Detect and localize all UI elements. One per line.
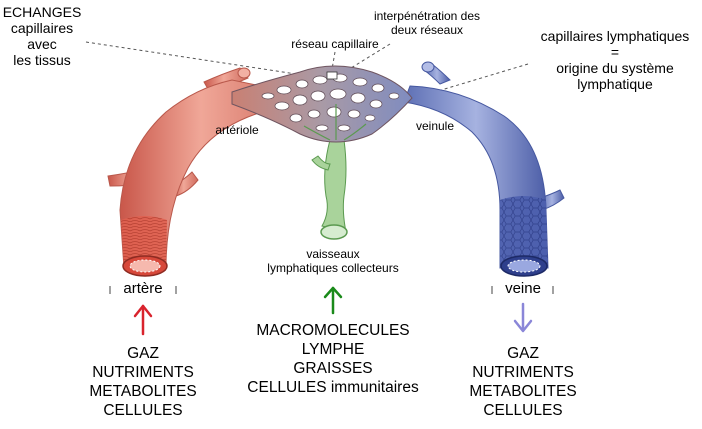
- label-veine: veine: [505, 280, 541, 297]
- capillary-mesh-holes: [261, 73, 400, 132]
- column-left-item: CELLULES: [103, 401, 183, 419]
- column-center-item: LYMPHE: [301, 340, 365, 358]
- vaisseaux-line: vaisseaux: [306, 247, 360, 261]
- column-left-item: NUTRIMENTS: [92, 363, 194, 381]
- column-center-item: GRAISSES: [293, 359, 373, 377]
- mesh-hole: [326, 106, 342, 118]
- column-left-item: METABOLITES: [89, 382, 197, 400]
- artery-wall-cells: [121, 216, 167, 268]
- capillary-bed: [231, 65, 413, 143]
- lymphatic-lumen: [320, 224, 348, 240]
- vein: [403, 61, 565, 277]
- mesh-hole: [292, 94, 308, 106]
- label-ticks: [109, 286, 554, 294]
- mesh-hole: [310, 90, 326, 102]
- column-right-item: METABOLITES: [469, 382, 577, 400]
- echanges-line: avec: [27, 36, 57, 53]
- column-center-item: CELLULES immunitaires: [247, 378, 419, 396]
- interpenetration-line: interpénétration des: [373, 9, 481, 23]
- column-right-item: NUTRIMENTS: [472, 363, 574, 381]
- mesh-hole: [352, 77, 368, 87]
- lymph-capillary-strands: [303, 104, 367, 141]
- leader-line-echanges: [85, 41, 297, 75]
- label-veinule: veinule: [415, 119, 455, 133]
- mesh-hole: [388, 92, 400, 100]
- arrow-head: [513, 319, 533, 333]
- mesh-hole: [261, 92, 275, 100]
- label-capillaires-lymphatiques: capillaires lymphatiques = origine du sy…: [530, 28, 700, 92]
- label-arteriole: artériole: [215, 123, 259, 137]
- echanges-line: ECHANGES: [2, 4, 82, 20]
- label-interpenetration: interpénétration des deux réseaux: [362, 9, 492, 38]
- arrow-center-up: [323, 286, 343, 315]
- vaisseaux-line: lymphatiques collecteurs: [267, 260, 399, 275]
- capillaires-lymphatiques-line: =: [610, 44, 620, 61]
- column-left: GAZ NUTRIMENTS METABOLITES CELLULES: [68, 345, 218, 421]
- mesh-hole: [364, 114, 376, 122]
- mesh-hole: [350, 92, 366, 104]
- lymph-strand: [343, 123, 367, 141]
- mesh-hole: [347, 109, 361, 119]
- artery-branch-end: [237, 67, 251, 79]
- column-left-item: GAZ: [127, 345, 159, 362]
- capillaires-lymphatiques-line: capillaires lymphatiques: [540, 28, 690, 44]
- mesh-hole: [289, 113, 303, 123]
- mesh-hole: [369, 99, 383, 109]
- label-echanges: ECHANGES capillaires avec les tissus: [0, 4, 84, 68]
- label-reseau-capillaire: réseau capillaire: [291, 37, 379, 51]
- mesh-hole: [337, 124, 351, 132]
- artery: [107, 67, 302, 277]
- arrow-left-up: [133, 304, 153, 336]
- arrow-right-down: [513, 302, 533, 333]
- interpenetration-line: deux réseaux: [390, 22, 464, 37]
- vein-lumen-inner: [507, 259, 541, 273]
- mesh-hole: [312, 75, 328, 85]
- arrow-head: [323, 286, 343, 299]
- lymphatic-vessel: [321, 139, 347, 233]
- leader-line-lymph-capillaries: [397, 63, 529, 104]
- column-center: MACROMOLECULES LYMPHE GRAISSES CELLULES …: [233, 322, 433, 398]
- capillaires-lymphatiques-line: lymphatique: [577, 76, 653, 93]
- mesh-hole: [371, 83, 385, 93]
- capillaires-lymphatiques-line: origine du système: [556, 60, 674, 77]
- mesh-hole: [295, 79, 309, 89]
- vein-wall-cells: [500, 196, 548, 268]
- echanges-line: les tissus: [13, 52, 71, 69]
- mesh-hole: [274, 101, 290, 111]
- capillary-marker: [326, 71, 338, 80]
- column-right-item: CELLULES: [483, 401, 563, 419]
- mesh-hole: [307, 109, 321, 119]
- vein-branch-end: [421, 61, 435, 73]
- artery-lumen-inner: [129, 259, 161, 273]
- mesh-hole: [329, 88, 347, 100]
- lymphatic-side-branch: [311, 155, 331, 171]
- label-vaisseaux: vaisseaux lymphatiques collecteurs: [248, 247, 418, 276]
- column-right: GAZ NUTRIMENTS METABOLITES CELLULES: [448, 345, 598, 421]
- mesh-hole: [315, 124, 329, 132]
- arrow-head: [133, 304, 153, 318]
- label-artere: artère: [123, 280, 163, 297]
- mesh-hole: [276, 85, 292, 95]
- lymphatic-collector: [311, 139, 348, 240]
- echanges-line: capillaires: [10, 20, 74, 37]
- column-center-item: MACROMOLECULES: [256, 322, 410, 339]
- column-right-item: GAZ: [507, 345, 539, 362]
- lymph-strand: [303, 125, 331, 141]
- capillary-network: [231, 65, 413, 143]
